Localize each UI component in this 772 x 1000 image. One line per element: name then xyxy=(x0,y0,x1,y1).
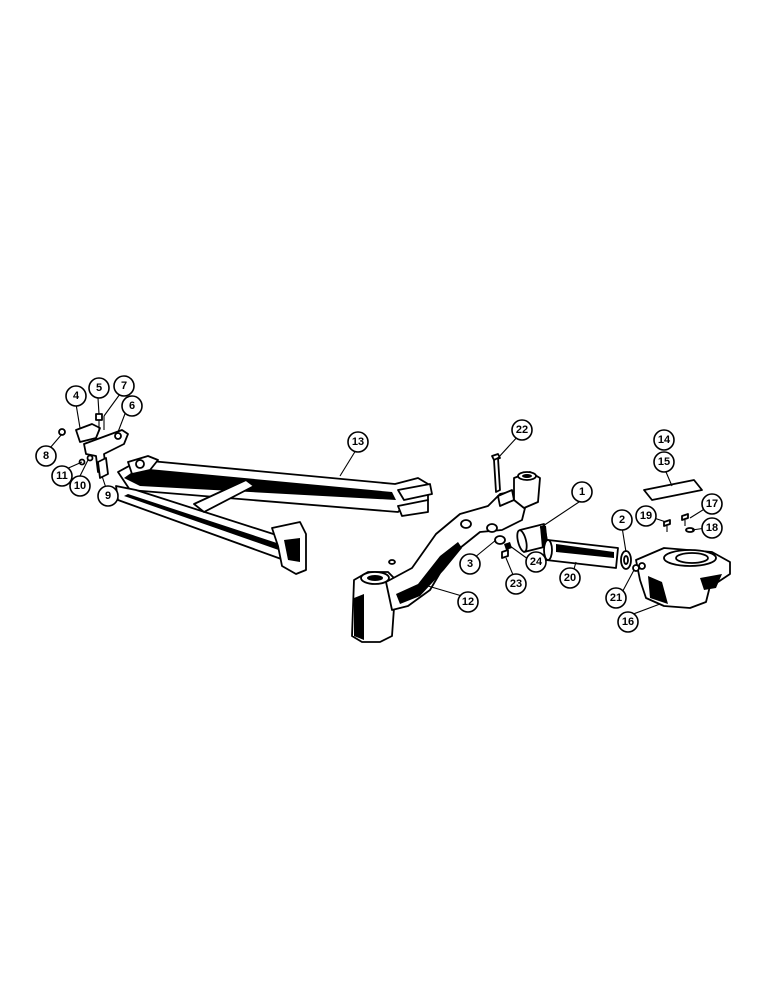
axle-support-arm xyxy=(351,471,541,643)
callout-23: 23 xyxy=(505,573,527,595)
svg-text:9: 9 xyxy=(105,490,111,502)
svg-text:11: 11 xyxy=(56,470,68,482)
callout-19: 19 xyxy=(635,505,657,527)
svg-text:18: 18 xyxy=(706,522,718,534)
a-frame-radius-rod xyxy=(115,455,433,575)
svg-text:5: 5 xyxy=(96,382,102,394)
svg-text:24: 24 xyxy=(530,556,543,568)
support-housing xyxy=(635,547,731,609)
callout-3: 3 xyxy=(459,553,481,575)
small-hardware-center xyxy=(494,535,512,559)
svg-text:8: 8 xyxy=(43,450,49,462)
callout-7: 7 xyxy=(113,375,135,397)
svg-text:6: 6 xyxy=(129,400,135,412)
washer xyxy=(620,550,632,570)
callout-17: 17 xyxy=(701,493,723,515)
svg-text:13: 13 xyxy=(352,436,364,448)
bushing xyxy=(516,523,549,553)
svg-text:10: 10 xyxy=(74,480,86,492)
callout-15: 15 xyxy=(653,451,675,473)
callout-21: 21 xyxy=(605,587,627,609)
callout-18: 18 xyxy=(701,517,723,539)
pivot-pin xyxy=(543,539,619,569)
callout-16: 16 xyxy=(617,611,639,633)
callout-22: 22 xyxy=(511,419,533,441)
svg-text:22: 22 xyxy=(516,424,528,436)
svg-text:7: 7 xyxy=(121,380,127,392)
callout-8: 8 xyxy=(35,445,57,467)
callout-24: 24 xyxy=(525,551,547,573)
small-screws xyxy=(663,513,695,533)
callout-6: 6 xyxy=(121,395,143,417)
svg-text:19: 19 xyxy=(640,510,652,522)
svg-text:23: 23 xyxy=(510,578,522,590)
svg-text:1: 1 xyxy=(579,486,585,498)
svg-text:2: 2 xyxy=(619,514,625,526)
callout-13: 13 xyxy=(347,431,369,453)
callout-1: 1 xyxy=(571,481,593,503)
svg-text:20: 20 xyxy=(564,572,576,584)
small-fitting xyxy=(632,564,640,572)
svg-text:14: 14 xyxy=(658,434,671,446)
shim-plate xyxy=(643,479,703,501)
callout-5: 5 xyxy=(88,377,110,399)
long-bolt xyxy=(491,453,501,493)
svg-text:15: 15 xyxy=(658,456,670,468)
svg-text:21: 21 xyxy=(610,592,622,604)
clamp-bracket-assembly xyxy=(58,413,129,479)
callout-14: 14 xyxy=(653,429,675,451)
callout-11: 11 xyxy=(51,465,73,487)
svg-text:3: 3 xyxy=(467,558,473,570)
callout-9: 9 xyxy=(97,485,119,507)
svg-text:16: 16 xyxy=(622,616,634,628)
callout-20: 20 xyxy=(559,567,581,589)
callout-10: 10 xyxy=(69,475,91,497)
callout-12: 12 xyxy=(457,591,479,613)
svg-text:17: 17 xyxy=(706,498,718,510)
callout-2: 2 xyxy=(611,509,633,531)
svg-text:4: 4 xyxy=(73,390,80,402)
callout-4: 4 xyxy=(65,385,87,407)
svg-text:12: 12 xyxy=(462,596,474,608)
